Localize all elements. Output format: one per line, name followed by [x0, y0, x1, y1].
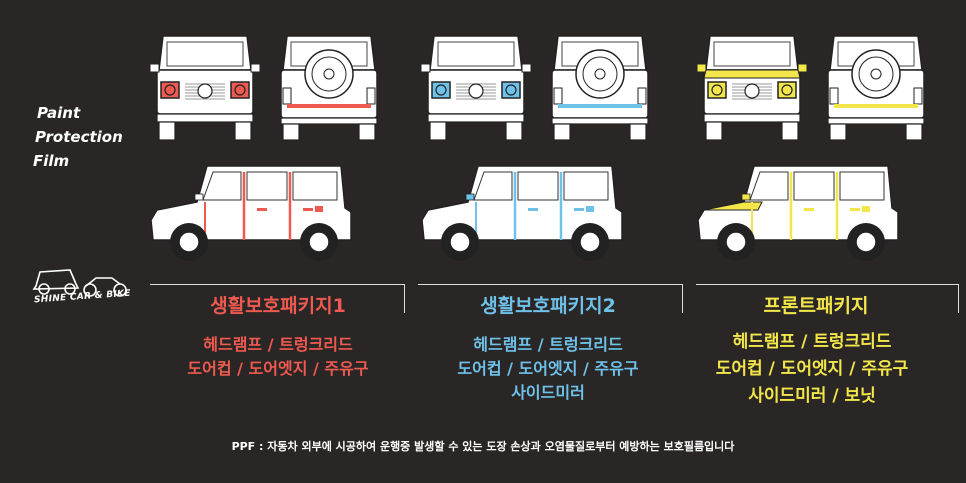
car-front-view-2: [420, 35, 532, 141]
heading-line-3: Film: [33, 152, 70, 170]
car-side-view-1: [150, 165, 352, 261]
car-rear-view-3: [827, 35, 925, 141]
heading-line-1: Paint: [37, 104, 81, 122]
car-rear-view-2: [551, 35, 649, 141]
car-side-view-3: [697, 165, 899, 261]
package-2-line-2: 도어컵 / 도어엣지 / 주유구: [457, 359, 639, 378]
package-2-line-3: 사이드미러: [511, 383, 585, 402]
package-1-line-2: 도어컵 / 도어엣지 / 주유구: [187, 359, 369, 378]
package-2-title: 생활보호패키지2: [480, 295, 616, 317]
car-front-view-1: [149, 35, 261, 141]
package-1-bracket: [150, 284, 405, 313]
package-3-bracket: [696, 284, 959, 313]
package-1-line-1: 헤드램프 / 트렁크리드: [203, 335, 353, 354]
package-2-line-1: 헤드램프 / 트렁크리드: [473, 335, 623, 354]
car-rear-view-1: [280, 35, 378, 141]
package-3-line-1: 헤드램프 / 트렁크리드: [732, 332, 892, 352]
footer-note: PPF : 자동차 외부에 시공하여 운행중 발생할 수 있는 도장 손상과 오…: [231, 440, 735, 453]
package-2-bracket: [418, 284, 683, 313]
package-1-title: 생활보호패키지1: [210, 295, 346, 317]
package-3-title: 프론트패키지: [763, 295, 869, 317]
car-side-view-2: [421, 165, 623, 261]
shine-logo-icon: [32, 269, 127, 297]
heading-line-2: Protection: [35, 128, 123, 146]
car-front-view-3: [696, 35, 808, 141]
package-3-line-2: 도어컵 / 도어엣지 / 주유구: [715, 359, 909, 379]
package-3-line-3: 사이드미러 / 보닛: [748, 386, 876, 406]
